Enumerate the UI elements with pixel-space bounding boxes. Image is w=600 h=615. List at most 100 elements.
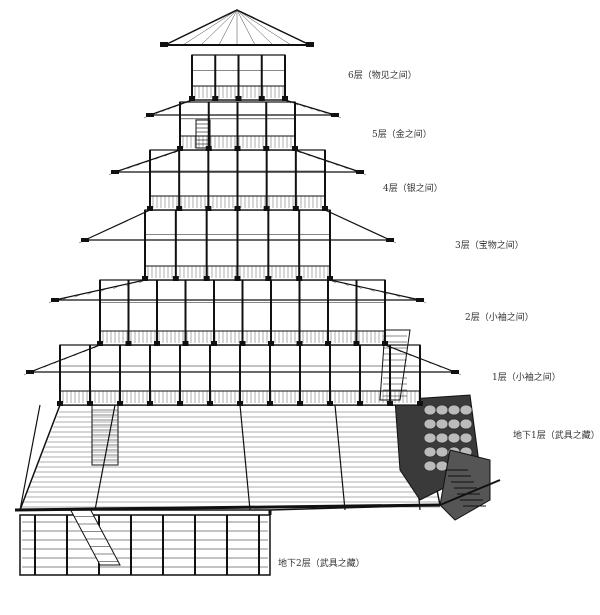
label-floor-3: 3层（宝物之间） [455, 241, 524, 251]
stone-block [459, 418, 473, 430]
label-floor-5: 5层（金之间） [372, 130, 432, 140]
rafter [116, 222, 123, 227]
rafter [329, 279, 337, 284]
rafter [73, 352, 81, 356]
floor-1-post-cap [417, 401, 423, 406]
basement-1-floor [18, 404, 441, 511]
floor-4-post-cap [322, 206, 328, 211]
floor-2-post-cap [239, 341, 246, 346]
rafter [74, 294, 81, 298]
stone-block [423, 446, 437, 458]
rafter [155, 110, 163, 114]
stone-block [423, 460, 437, 472]
floor-2-post-cap [125, 341, 132, 346]
floor-4-post-cap [292, 206, 299, 211]
rafter [313, 156, 320, 160]
floor-3-post-cap [234, 276, 241, 281]
eave-tip [81, 238, 89, 242]
rafter [93, 344, 101, 349]
floor-joint [334, 404, 346, 511]
floor-1-post-cap [387, 401, 393, 406]
floor-4-post-cap [147, 206, 153, 211]
rafter [127, 165, 134, 169]
rafter [33, 367, 41, 372]
top-roof [164, 9, 311, 46]
floor-3-post-cap [142, 276, 148, 281]
label-floor-1: 1层（小袖之间） [492, 373, 561, 383]
rafter [134, 214, 141, 218]
rafter [324, 209, 332, 214]
stone-stair-wall [439, 449, 491, 521]
floor-2-post-cap [154, 341, 160, 346]
rafter [179, 101, 187, 106]
floor-2-post-cap [296, 341, 303, 346]
rafter [371, 231, 378, 235]
floor-1-post-cap [177, 401, 183, 406]
floor-joint [19, 404, 41, 511]
eave-tip [26, 370, 34, 374]
eave-tip [306, 42, 314, 47]
rafter [43, 364, 51, 368]
rafter [143, 209, 151, 214]
floor-5-post-cap [177, 146, 183, 151]
floor-1-post-cap [297, 401, 303, 406]
rafter [341, 165, 348, 169]
floor-1-post-cap [207, 401, 213, 406]
platform-edge [14, 503, 441, 512]
stone-block [435, 432, 449, 444]
rafter [173, 104, 181, 108]
stone-block [447, 404, 461, 416]
rafter [63, 356, 71, 360]
rafter [306, 106, 313, 110]
rafter [155, 156, 162, 160]
label-floor-6: 6层（物见之间） [348, 71, 417, 81]
roof-rafter [236, 9, 256, 46]
floor-3-post-cap [327, 276, 333, 281]
stone-block [459, 404, 473, 416]
basement-2-wall [19, 514, 271, 576]
label-floor-4: 4层（银之间） [383, 184, 443, 194]
rafter [284, 99, 292, 104]
floor-3-post-cap [203, 276, 210, 281]
rafter [380, 235, 387, 239]
roof-rafter [200, 9, 238, 46]
rafter [334, 214, 341, 218]
roof-rafter [218, 9, 238, 46]
rafter [304, 152, 311, 157]
rafter [299, 104, 306, 108]
floor-6-post-cap [282, 96, 288, 101]
rafter [355, 285, 362, 289]
floor-4-post-cap [234, 206, 241, 211]
floor-1-post-cap [237, 401, 243, 406]
label-floor-2: 2层（小袖之间） [465, 313, 534, 323]
rafter [414, 356, 422, 360]
eave-tip [160, 42, 168, 47]
floor-3-post-cap [265, 276, 272, 281]
floor-4-post-cap [205, 206, 212, 211]
rafter [106, 226, 113, 231]
floor-1-post-cap [357, 401, 363, 406]
roof-rafter [236, 9, 274, 46]
ground-line [439, 479, 501, 506]
rafter [83, 348, 91, 353]
stone-block [423, 404, 437, 416]
floor-5-post-cap [292, 146, 298, 151]
rafter [322, 159, 329, 163]
floor-1-post-cap [87, 401, 93, 406]
floor-5-post-cap [234, 146, 241, 151]
rafter [444, 367, 452, 372]
roof-rafter [182, 9, 238, 46]
rafter [164, 152, 171, 157]
rafter [88, 235, 95, 239]
floor-3-post-cap [172, 276, 179, 281]
rafter [146, 159, 153, 163]
rafter [136, 162, 143, 166]
rafter [118, 168, 125, 173]
rafter [352, 222, 359, 227]
rafter [97, 231, 104, 235]
rafter [125, 218, 132, 222]
floor-2-post-cap [268, 341, 274, 346]
rafter [185, 99, 193, 104]
floor-2-post-cap [353, 341, 360, 346]
